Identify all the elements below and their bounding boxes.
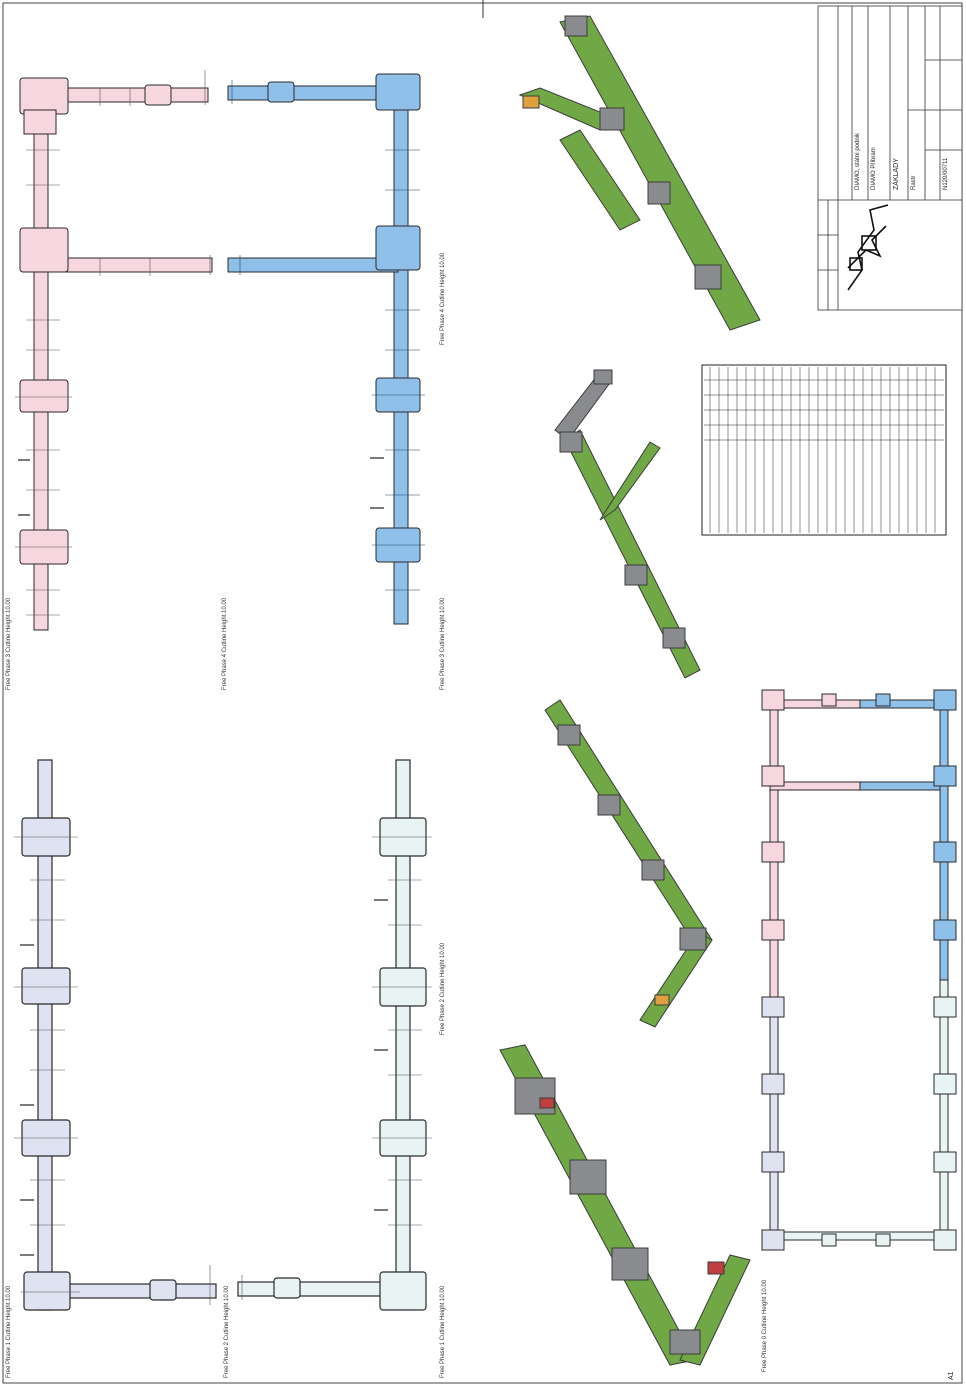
material-table <box>701 364 947 536</box>
plan-label-phase-0: Free Phase 0 Cutline Height 10.00 <box>762 1279 768 1372</box>
plan-phase-4 <box>227 73 425 625</box>
title-block-client: DIAMO, státní podnik <box>855 132 861 190</box>
plan-phase-2 <box>14 759 217 1311</box>
title-block-subtitle: Rastr <box>911 175 917 190</box>
table-grid <box>704 367 944 533</box>
plan-phase-0 <box>761 689 957 1251</box>
iso-view-2 <box>554 369 701 679</box>
iso-view-top <box>518 15 761 331</box>
plan-label-phase-3: Free Phase 3 Cutline Height 10.00 <box>6 597 12 690</box>
plan-phase-3 <box>15 70 213 631</box>
title-block-drawing-number: N120/00711 <box>943 157 949 190</box>
plan-phase-1 <box>237 759 432 1311</box>
plan-label-phase-3-b: Free Phase 3 Cutline Height 10.00 <box>440 597 446 690</box>
plan-label-phase-1-a: Free Phase 1 Cutline Height 10.00 <box>6 1285 12 1378</box>
company-logo <box>847 204 889 291</box>
iso-view-3 <box>544 699 713 1028</box>
sheet-id: A1 <box>948 1371 955 1380</box>
plan-label-phase-4-a: Free Phase 4 Cutline Height 10.00 <box>222 597 228 690</box>
plan-label-phase-2-b: Free Phase 2 Cutline Height 10.00 <box>440 942 446 1035</box>
title-block-title: ZÁKLADY <box>893 158 900 190</box>
iso-view-4 <box>499 1044 751 1366</box>
plan-label-phase-2-a: Free Phase 2 Cutline Height 10.00 <box>224 1285 230 1378</box>
title-block <box>817 5 963 311</box>
plan-label-phase-1-b: Free Phase 1 Cutline Height 10.00 <box>440 1285 446 1378</box>
title-block-location: DIAMO Příbram <box>871 147 877 190</box>
plan-label-phase-4-b: Free Phase 4 Cutline Height 10.00 <box>440 252 446 345</box>
